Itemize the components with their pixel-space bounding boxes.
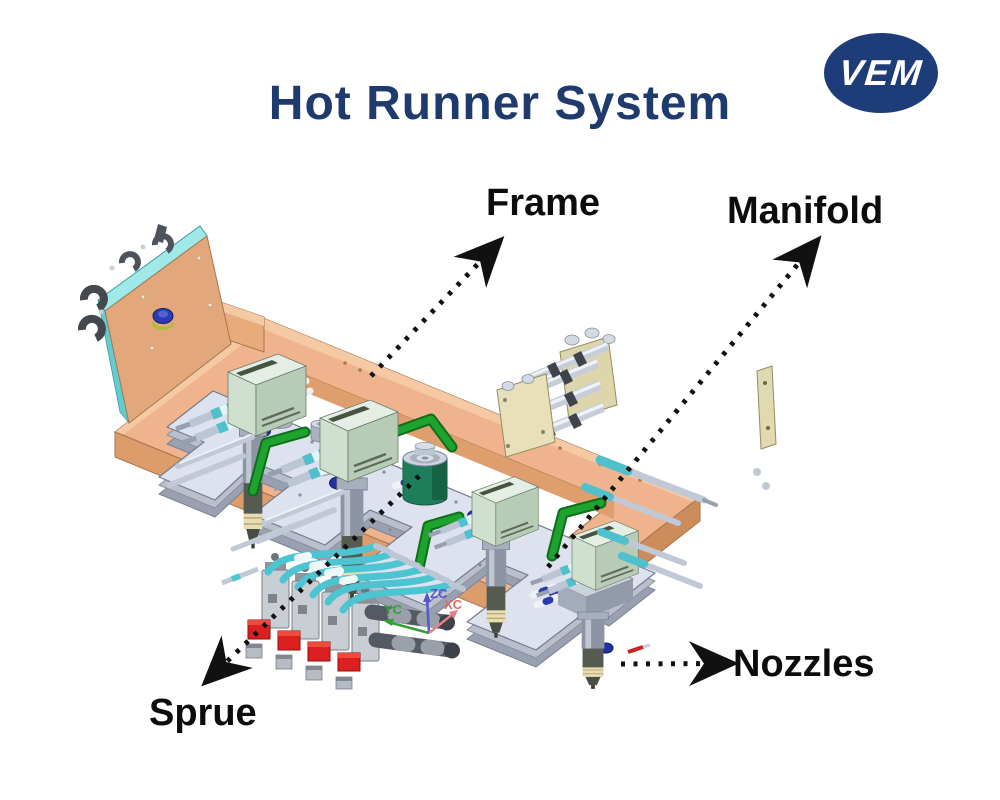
- tie-bar-bracket: [496, 327, 618, 458]
- manifold-label: Manifold: [727, 190, 884, 232]
- sprue-valve-cluster: [221, 542, 466, 690]
- heater-rods-left: [167, 434, 345, 552]
- sprue-bushing: [402, 442, 448, 506]
- nozzles-arrow: [620, 641, 739, 687]
- valve-red-blocks: [247, 619, 361, 672]
- frame-label: Frame: [486, 182, 601, 224]
- axis-y-label: YC: [384, 602, 403, 617]
- sprue-arrow: [201, 474, 421, 687]
- page-title: Hot Runner System: [268, 77, 732, 130]
- cooling-hoses: [264, 542, 466, 614]
- sprue-label: Sprue: [149, 692, 257, 734]
- clamp-plate: [77, 224, 232, 424]
- lifting-handles: [247, 413, 607, 574]
- outlet-cylinders: [364, 604, 460, 659]
- axis-z-label: ZC: [430, 586, 448, 601]
- wire-grommet: [151, 308, 175, 330]
- coordinate-triad: ZC XC YC: [383, 586, 463, 635]
- heater-rods-right: [581, 455, 718, 589]
- vem-logo: VEM: [824, 33, 938, 113]
- solenoid-cubes: [245, 643, 353, 690]
- side-plate: [753, 365, 777, 490]
- cable-clips: [77, 224, 174, 342]
- nozzles-label: Nozzles: [733, 643, 875, 685]
- axis-x-label: XC: [444, 597, 463, 612]
- frame-arrow: [369, 236, 505, 378]
- callout-arrows: [201, 235, 822, 687]
